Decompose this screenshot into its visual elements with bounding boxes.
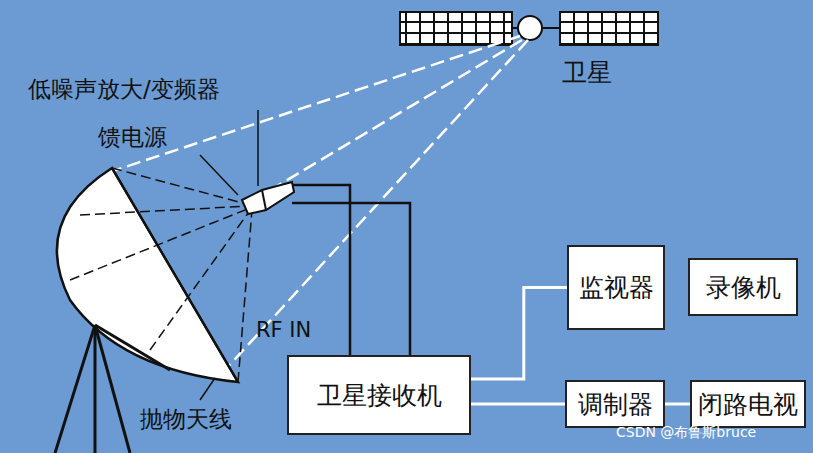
dish xyxy=(55,168,252,453)
device-box: 录像机 xyxy=(688,258,798,316)
part-label: 抛物天线 xyxy=(140,404,232,435)
device-box: 闭路电视 xyxy=(690,380,806,428)
device-box: 监视器 xyxy=(567,245,665,330)
leader-line xyxy=(200,110,258,400)
box-label: 调制器 xyxy=(578,388,653,421)
feed-horn xyxy=(242,182,294,214)
signal-line xyxy=(471,404,565,405)
part-label: 馈电源 xyxy=(98,122,167,153)
box-label: 卫星接收机 xyxy=(317,379,442,412)
signal-line xyxy=(665,404,690,405)
device-box: 卫星接收机 xyxy=(287,355,471,435)
signal-line xyxy=(471,288,567,380)
device-box: 调制器 xyxy=(565,380,665,428)
part-label: 卫星 xyxy=(562,56,612,89)
part-label: 低噪声放大/变频器 xyxy=(28,74,220,105)
satellite xyxy=(400,12,658,45)
box-label: 闭路电视 xyxy=(698,388,798,421)
part-label: RF IN xyxy=(256,318,311,342)
box-label: 录像机 xyxy=(706,271,781,304)
box-label: 监视器 xyxy=(579,271,654,304)
watermark: CSDN @布鲁斯bruce xyxy=(616,424,756,442)
